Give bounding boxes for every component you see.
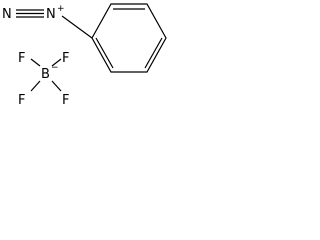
benzene-ring (91, 3, 167, 73)
bond-n-ring (61, 15, 93, 39)
atom-n1: N (2, 7, 12, 22)
atom-f-top-left: F (18, 51, 25, 66)
atom-f-bottom-right: F (62, 93, 69, 108)
charge-boron: − (51, 63, 59, 73)
triple-bond-n-n (16, 9, 44, 18)
chemical-structure: N N + F F B − F F (2, 3, 167, 108)
atom-f-bottom-left: F (18, 93, 25, 108)
atom-n2: N (46, 7, 56, 22)
charge-n2: + (57, 4, 65, 14)
b-f-bonds (30, 58, 62, 92)
atom-f-top-right: F (62, 51, 69, 66)
atom-boron: B (41, 67, 50, 82)
